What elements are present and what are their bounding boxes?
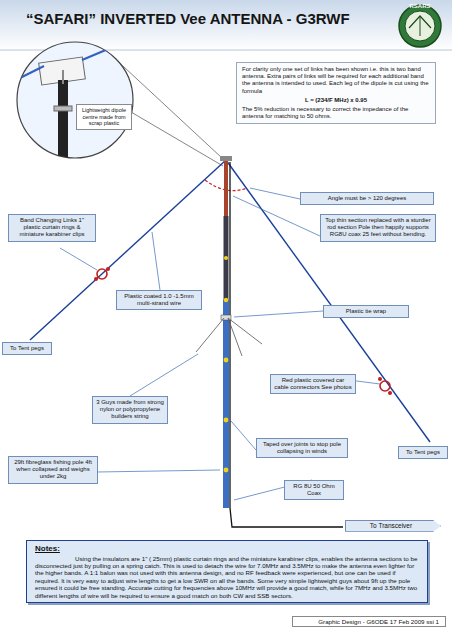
club-logo bbox=[399, 5, 441, 47]
callout-box: Angle must be > 120 degrees bbox=[300, 192, 434, 205]
callout-box: 3 Guys made from strong nylon or polypro… bbox=[92, 396, 168, 424]
notes-box: Notes:Using the insulators are 1" ( 25mm… bbox=[26, 540, 428, 603]
node-text: L = (234/F MHz) x 0.95 bbox=[242, 97, 430, 104]
arrow-box: To Transceiver bbox=[345, 520, 441, 532]
node-text: Using the insulators are 1" ( 25mm) plas… bbox=[35, 555, 419, 600]
diagram-title: “SAFARI” INVERTED Vee ANTENNA - G3RWF bbox=[26, 10, 406, 27]
node-text: To Transceiver bbox=[352, 522, 430, 530]
node-text: 29ft fibreglass fishing pole 4ft when co… bbox=[12, 459, 94, 481]
credit-box: Graphic Design - G6ODE 17 Feb 2009 ssi 1 bbox=[292, 616, 446, 627]
node-text: To Tent pegs bbox=[402, 449, 444, 456]
node-text: Band Changing Links 1" plastic curtain r… bbox=[12, 217, 92, 239]
node-text: Plastic coated 1.0 -1.5mm multi-strand w… bbox=[120, 293, 198, 307]
guy-lines bbox=[196, 318, 262, 356]
callout-box: To Tent pegs bbox=[2, 342, 52, 355]
band-link bbox=[378, 377, 392, 395]
node-text: For clarity only one set of links has be… bbox=[242, 66, 430, 95]
callout-box: Plastic coated 1.0 -1.5mm multi-strand w… bbox=[116, 290, 202, 310]
callout-box: To Tent pegs bbox=[398, 446, 448, 459]
node-text: The 5% reduction is necessary to correct… bbox=[242, 106, 430, 120]
dipole-centre-inset bbox=[17, 42, 133, 160]
dipole-wire bbox=[30, 160, 226, 340]
callout-box: 29ft fibreglass fishing pole 4ft when co… bbox=[8, 456, 98, 484]
node-text: Top thin section replaced with a sturdie… bbox=[324, 217, 432, 239]
node-text: Graphic Design - G6ODE 17 Feb 2009 ssi 1 bbox=[299, 618, 439, 625]
info-box: For clarity only one set of links has be… bbox=[236, 62, 436, 124]
band-link bbox=[94, 267, 110, 281]
callout-box: Plastic tie wrap bbox=[323, 305, 409, 318]
inset-caption: Lightweight dipole centre made from scra… bbox=[76, 104, 132, 130]
callout-box: Red plastic covered car cable connectors… bbox=[270, 374, 356, 394]
node-text: Plastic tie wrap bbox=[327, 308, 405, 315]
logo-text: RSARS bbox=[409, 3, 430, 9]
node-text: RG 8U 50 Ohm Coax bbox=[288, 483, 340, 497]
node-text: Angle must be > 120 degrees bbox=[304, 195, 430, 202]
callout-box: Band Changing Links 1" plastic curtain r… bbox=[8, 214, 96, 242]
node-text: Red plastic covered car cable connectors… bbox=[274, 377, 352, 391]
node-text: To Tent pegs bbox=[6, 345, 48, 352]
callout-box: Top thin section replaced with a sturdie… bbox=[320, 214, 436, 242]
node-text: Taped over joints to stop pole collapsin… bbox=[260, 441, 344, 455]
node-text: 3 Guys made from strong nylon or polypro… bbox=[96, 399, 164, 421]
callout-box: Taped over joints to stop pole collapsin… bbox=[256, 438, 348, 458]
node-text: Lightweight dipole centre made from scra… bbox=[79, 107, 129, 127]
callout-box: RG 8U 50 Ohm Coax bbox=[284, 480, 344, 500]
node-text: Notes: bbox=[35, 544, 419, 554]
